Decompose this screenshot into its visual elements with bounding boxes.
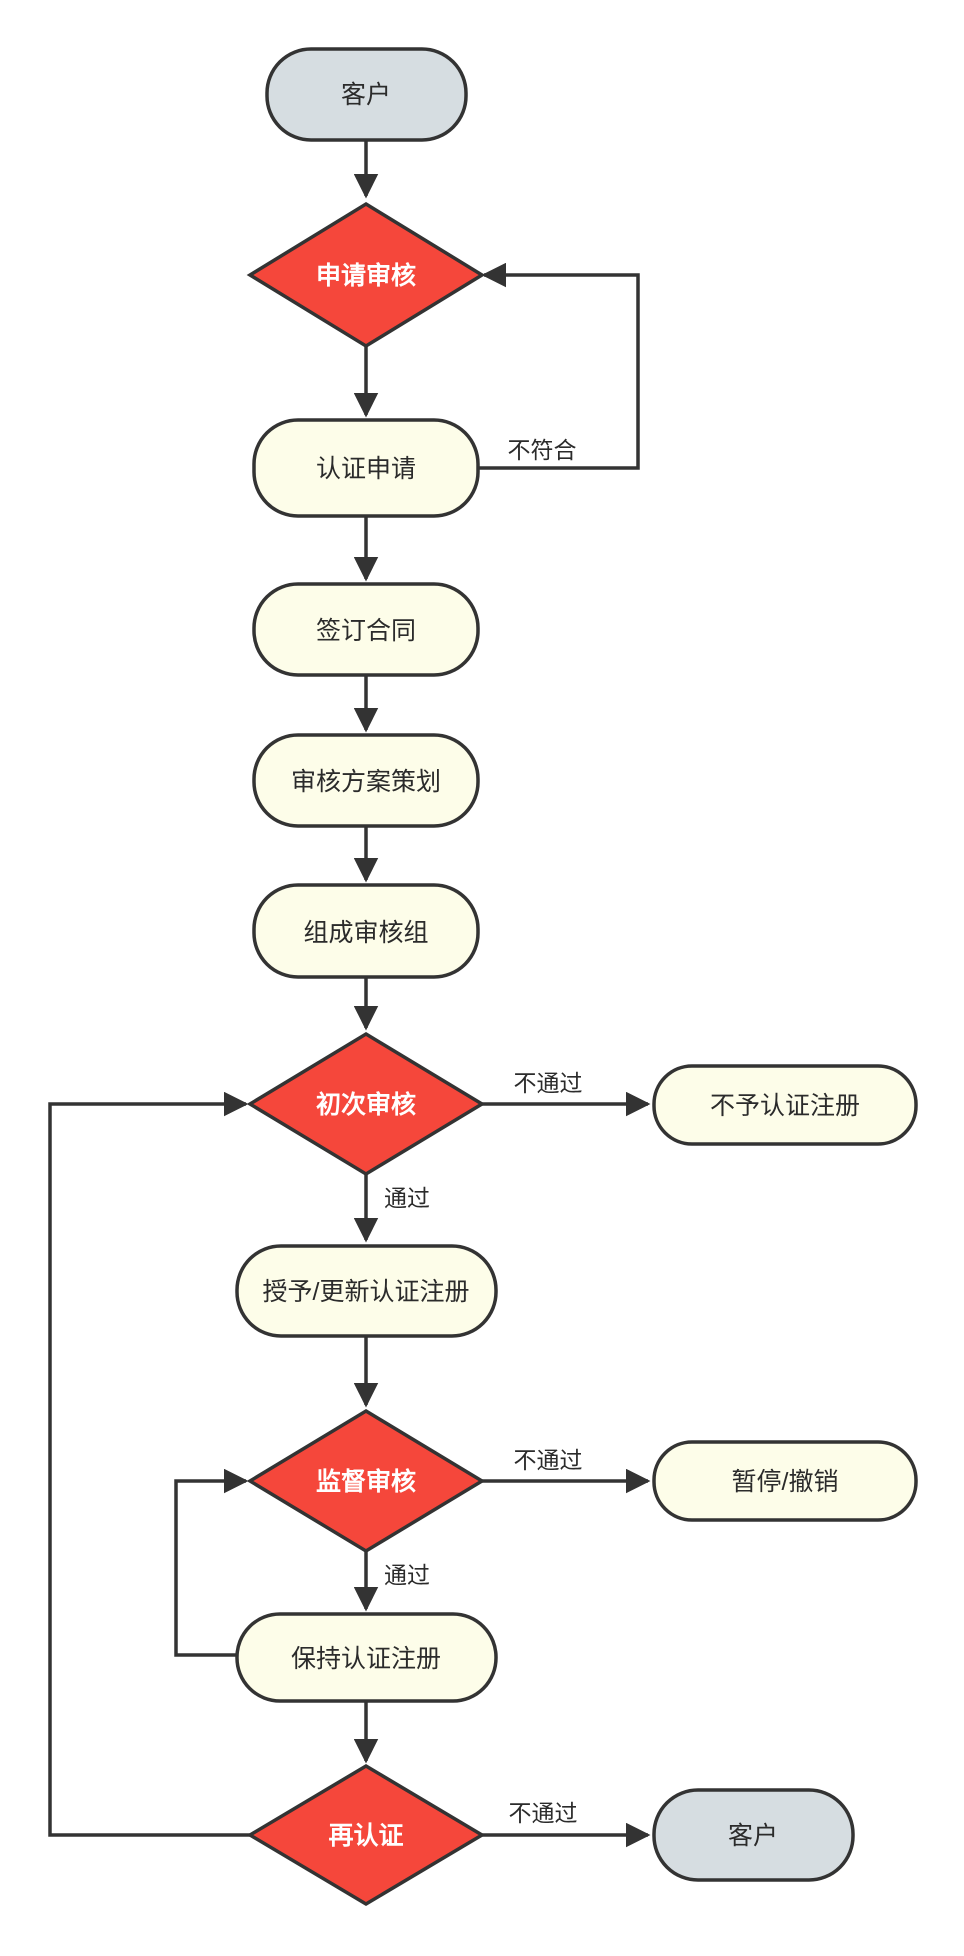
node-grant-label: 授予/更新认证注册: [263, 1278, 470, 1306]
node-supervise: 监督审核: [246, 1408, 486, 1554]
node-grant: 授予/更新认证注册: [235, 1244, 498, 1338]
label-initial-fail: 不通过: [514, 1070, 583, 1096]
node-sign-contract: 签订合同: [252, 582, 480, 677]
label-supervise-fail: 不通过: [514, 1447, 583, 1473]
node-supervise-label: 监督审核: [316, 1467, 416, 1496]
nodes: 客户 申请审核 认证申请 签订合同 审核方案策划 组成审核组: [235, 47, 918, 1907]
node-deny: 不予认证注册: [652, 1064, 918, 1146]
node-initial-review-label: 初次审核: [316, 1090, 416, 1119]
label-recert-fail: 不通过: [509, 1800, 578, 1826]
node-cert-apply: 认证申请: [252, 418, 480, 518]
node-start: 客户: [265, 47, 468, 142]
node-plan: 审核方案策划: [252, 733, 480, 828]
node-initial-review: 初次审核: [246, 1031, 486, 1177]
node-team: 组成审核组: [252, 883, 480, 979]
node-maintain: 保持认证注册: [235, 1612, 498, 1703]
node-start-label: 客户: [341, 81, 391, 109]
edge-recert-loop: [48, 1091, 250, 1837]
node-recert: 再认证: [246, 1763, 486, 1907]
node-apply-review-label: 申请审核: [316, 261, 416, 290]
edge-labels: 不符合 不通过 通过 不通过 通过 不通过: [384, 437, 583, 1826]
edge-not-match-loop: [478, 262, 640, 470]
node-suspend-label: 暂停/撤销: [732, 1468, 839, 1496]
label-supervise-pass: 通过: [384, 1562, 430, 1588]
node-sign-contract-label: 签订合同: [316, 617, 416, 645]
node-plan-label: 审核方案策划: [291, 768, 441, 796]
label-not-match: 不符合: [508, 437, 577, 463]
label-initial-pass: 通过: [384, 1185, 430, 1211]
node-suspend: 暂停/撤销: [652, 1440, 918, 1522]
node-cert-apply-label: 认证申请: [316, 455, 416, 483]
node-end: 客户: [652, 1788, 855, 1882]
node-recert-label: 再认证: [328, 1822, 403, 1850]
node-deny-label: 不予认证注册: [710, 1092, 860, 1120]
edge-maintain-loop: [174, 1468, 249, 1657]
node-team-label: 组成审核组: [303, 919, 428, 947]
edges: [48, 140, 651, 1848]
node-end-label: 客户: [728, 1822, 778, 1850]
node-maintain-label: 保持认证注册: [291, 1645, 441, 1673]
node-apply-review: 申请审核: [246, 201, 486, 349]
